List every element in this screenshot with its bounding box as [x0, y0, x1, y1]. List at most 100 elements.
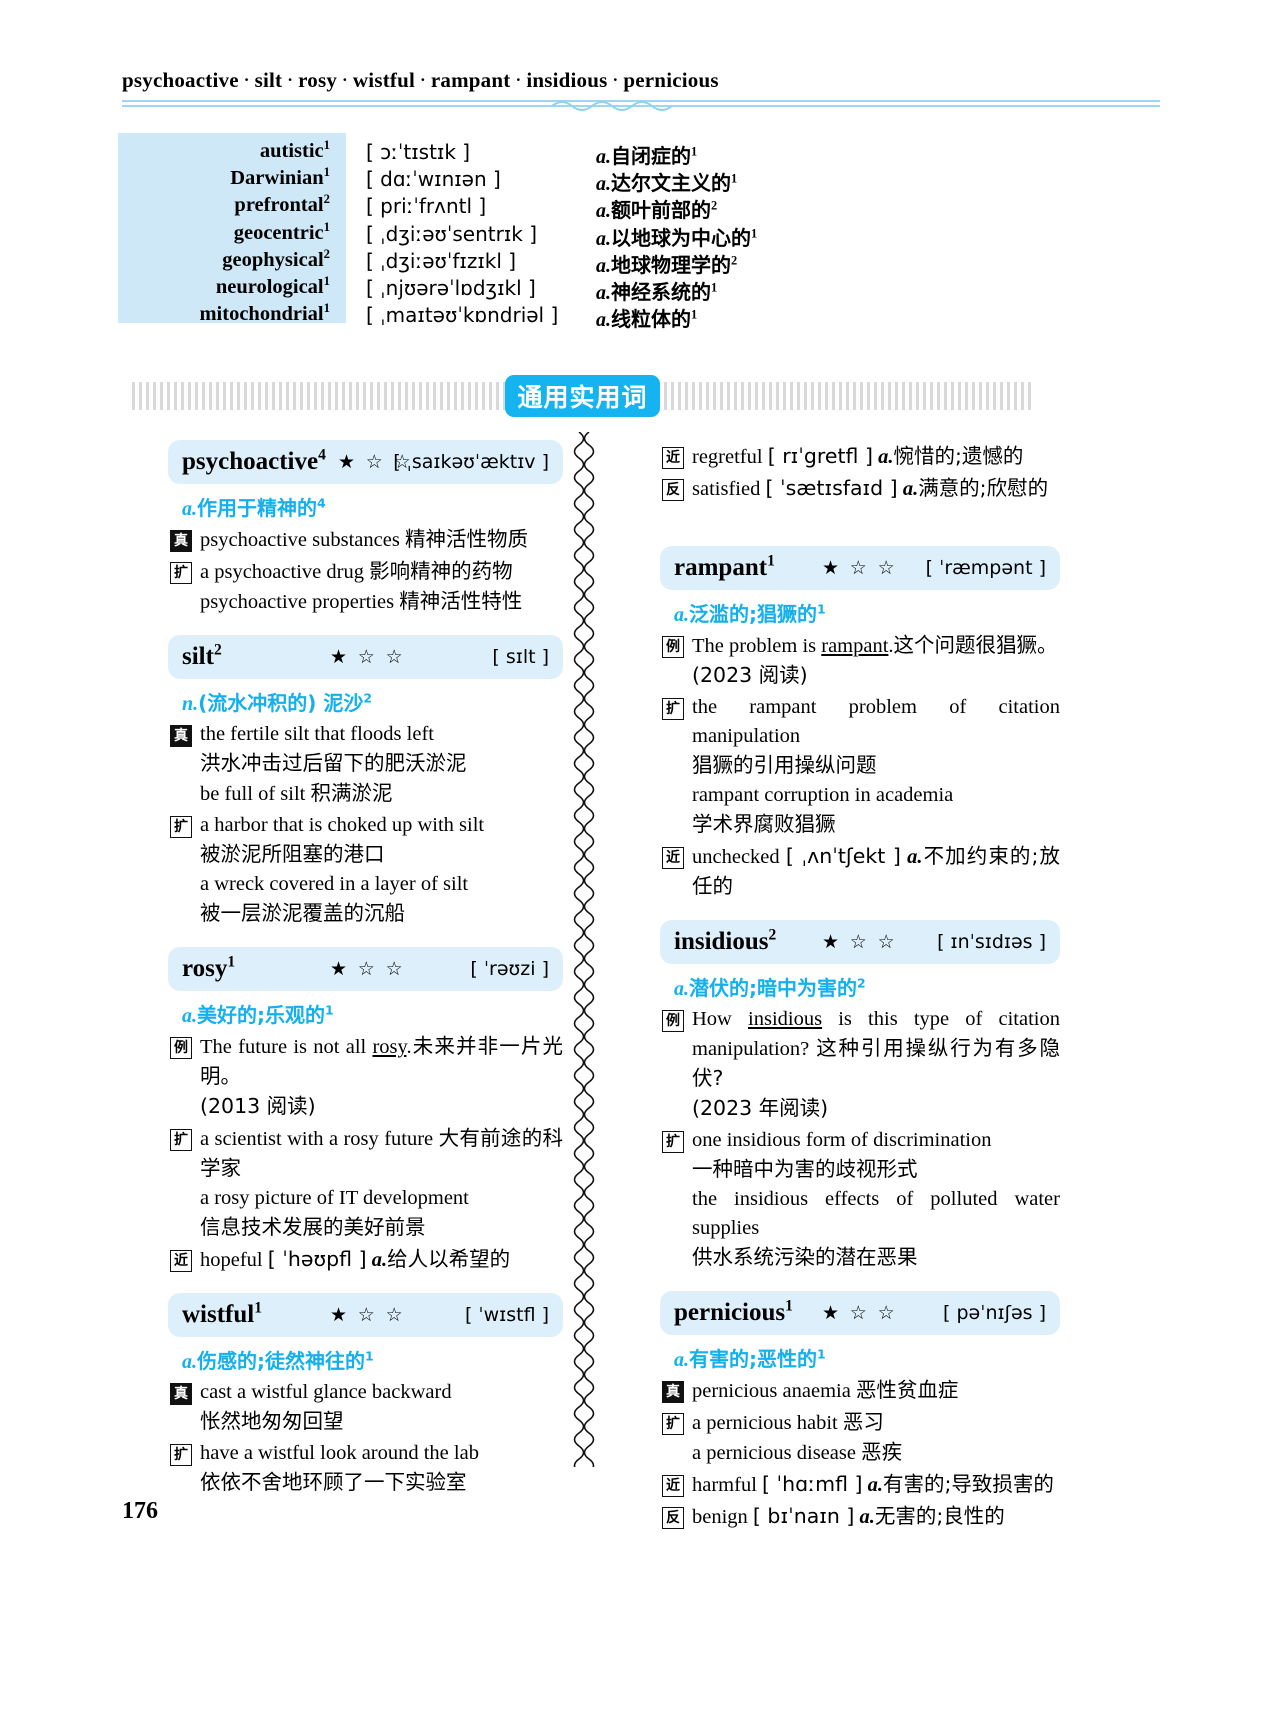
headword-bar[interactable]: insidious2★ ☆ ☆[ ɪnˈsɪdɪəs ] [660, 920, 1060, 964]
tag-real-icon: 真 [170, 1383, 192, 1405]
example-line: rampant corruption in academia [692, 781, 1060, 810]
example-line: hopeful [ ˈhəʊpfl ] a.给人以希望的 [200, 1245, 563, 1275]
example-cn: 给人以希望的 [387, 1247, 511, 1271]
example-line: (2013 阅读) [200, 1092, 563, 1122]
headword-bar[interactable]: rosy1★ ☆ ☆[ ˈrəʊzi ] [168, 947, 563, 991]
example-en: unchecked [692, 846, 786, 868]
example-lines: hopeful [ ˈhəʊpfl ] a.给人以希望的 [200, 1245, 563, 1275]
tag-antonym-icon: 反 [662, 479, 684, 501]
difficulty-stars: ★ ☆ ☆ [338, 451, 414, 473]
section-banner-label: 通用实用词 [505, 375, 660, 417]
dictionary-entry: psychoactive4★ ☆ ☆[ ˌsaɪkəʊˈæktɪv ] a.作用于… [168, 440, 563, 617]
tag-synonym-icon: 近 [662, 1475, 684, 1497]
table-ipa: [ ɔːˈtɪstɪk ] [366, 140, 471, 164]
example-line: psychoactive properties 精神活性特性 [200, 587, 563, 617]
table-meaning: a.额叶前部的2 [596, 198, 718, 223]
related-word-ipa: [ ˈsætɪsfaɪd ] [765, 476, 898, 500]
definition: a.伤感的;徒然神往的1 [182, 1348, 374, 1373]
example-keyword: insidious [748, 1008, 823, 1030]
left-column: psychoactive4★ ☆ ☆[ ˌsaɪkəʊˈæktɪv ] a.作用于… [168, 440, 563, 1498]
table-word: neurological1 [215, 274, 330, 298]
runhead-separator: · [342, 70, 348, 89]
example-cn: 洪水冲击过后留下的肥沃淤泥 [200, 751, 467, 775]
headword-ipa: [ ɪnˈsɪdɪəs ] [937, 931, 1046, 953]
example-cn: (2023 年阅读) [692, 1096, 829, 1120]
definition: a.美好的;乐观的1 [182, 1002, 334, 1027]
table-word: prefrontal2 [234, 192, 330, 217]
definition-pos: n. [182, 693, 199, 715]
example-en: have a wistful look around the lab [200, 1442, 479, 1464]
example-keyword: rosy [372, 1036, 407, 1058]
example-lines: regretful [ rɪˈgretfl ] a.惋惜的;遗憾的 [692, 442, 1060, 472]
definition: a.作用于精神的4 [182, 495, 326, 520]
example-line: unchecked [ ˌʌnˈtʃekt ] a.不加约束的;放任的 [692, 842, 1060, 902]
example-line: 学术界腐败猖獗 [692, 810, 1060, 840]
definition: a.泛滥的;猖獗的1 [674, 601, 826, 626]
example-line: 一种暗中为害的歧视形式 [692, 1155, 1060, 1185]
example-ipa: [ bɪˈnaɪn ] [752, 1504, 855, 1528]
difficulty-stars: ★ ☆ ☆ [330, 1304, 406, 1326]
headword-bar[interactable]: silt2★ ☆ ☆[ sɪlt ] [168, 635, 563, 679]
table-ipa: [ priːˈfrʌntl ] [366, 194, 487, 219]
example-line: have a wistful look around the lab [200, 1439, 563, 1468]
example-line: benign [ bɪˈnaɪn ] a.无害的;良性的 [692, 1502, 1060, 1532]
table-word: mitochondrial1 [199, 301, 330, 326]
example-cn: (2023 阅读) [692, 663, 808, 687]
section-banner: 通用实用词 [132, 375, 1032, 417]
runhead-word: psychoactive [122, 68, 239, 92]
table-meaning: a.神经系统的1 [596, 280, 718, 304]
table-meaning: a.以地球为中心的1 [596, 225, 758, 250]
example-cn: 恶习 [842, 1410, 884, 1434]
example-cn: 不加约束的;放任的 [692, 844, 1060, 898]
headword-bar[interactable]: wistful1★ ☆ ☆[ ˈwɪstfl ] [168, 1293, 563, 1337]
tag-synonym-icon: 近 [662, 447, 684, 469]
headword-ipa: [ ˈwɪstfl ] [464, 1304, 549, 1326]
tag-antonym-icon: 反 [662, 1507, 684, 1529]
headword-bar[interactable]: psychoactive4★ ☆ ☆[ ˌsaɪkəʊˈæktɪv ] [168, 440, 563, 484]
headword-bar[interactable]: rampant1★ ☆ ☆[ ˈræmpənt ] [660, 546, 1060, 590]
tag-expand-icon: 扩 [170, 1129, 192, 1151]
table-shade-block [118, 133, 346, 323]
runhead-word: insidious [526, 68, 608, 92]
tag-synonym-icon: 近 [662, 847, 684, 869]
example-line: psychoactive substances 精神活性物质 [200, 525, 563, 555]
definition-pos: a. [182, 1351, 197, 1373]
headword: rosy1 [182, 953, 236, 982]
tag-expand-icon: 扩 [170, 562, 192, 584]
example-ipa: [ ˈhɑːmfl ] [762, 1472, 863, 1496]
headword-ipa: [ ˈrəʊzi ] [470, 958, 549, 980]
example-cn: 一种暗中为害的歧视形式 [692, 1157, 918, 1181]
tag-expand-icon: 扩 [662, 1131, 684, 1153]
table-word: Darwinian1 [230, 165, 330, 190]
tag-expand-icon: 扩 [662, 698, 684, 720]
example-line: a psychoactive drug 影响精神的药物 [200, 557, 563, 587]
example-cn: 这种引用操纵行为有多隐伏? [692, 1036, 1061, 1090]
definition-pos: a. [182, 1005, 197, 1027]
example-lines: unchecked [ ˌʌnˈtʃekt ] a.不加约束的;放任的 [692, 842, 1060, 902]
example-line: 依依不舍地环顾了一下实验室 [200, 1468, 563, 1498]
example-en: a pernicious habit [692, 1412, 843, 1434]
example-pos: a. [862, 1474, 883, 1496]
example-lines: pernicious anaemia 恶性贫血症 [692, 1376, 1060, 1406]
example-ipa: [ ˌʌnˈtʃekt ] [785, 844, 901, 868]
related-word-pos: a. [897, 478, 919, 500]
tag-expand-icon: 扩 [662, 1413, 684, 1435]
headword-ipa: [ sɪlt ] [492, 646, 549, 668]
runhead-word: rosy [298, 68, 338, 92]
headword-bar[interactable]: pernicious1★ ☆ ☆[ pəˈnɪʃəs ] [660, 1291, 1060, 1335]
dictionary-entry: insidious2★ ☆ ☆[ ɪnˈsɪdɪəs ]a.潜伏的;暗中为害的2… [660, 920, 1060, 1273]
example-line: pernicious anaemia 恶性贫血症 [692, 1376, 1060, 1406]
example-cn: 精神活性特性 [399, 589, 523, 613]
header-rule-ornament [122, 98, 1160, 112]
